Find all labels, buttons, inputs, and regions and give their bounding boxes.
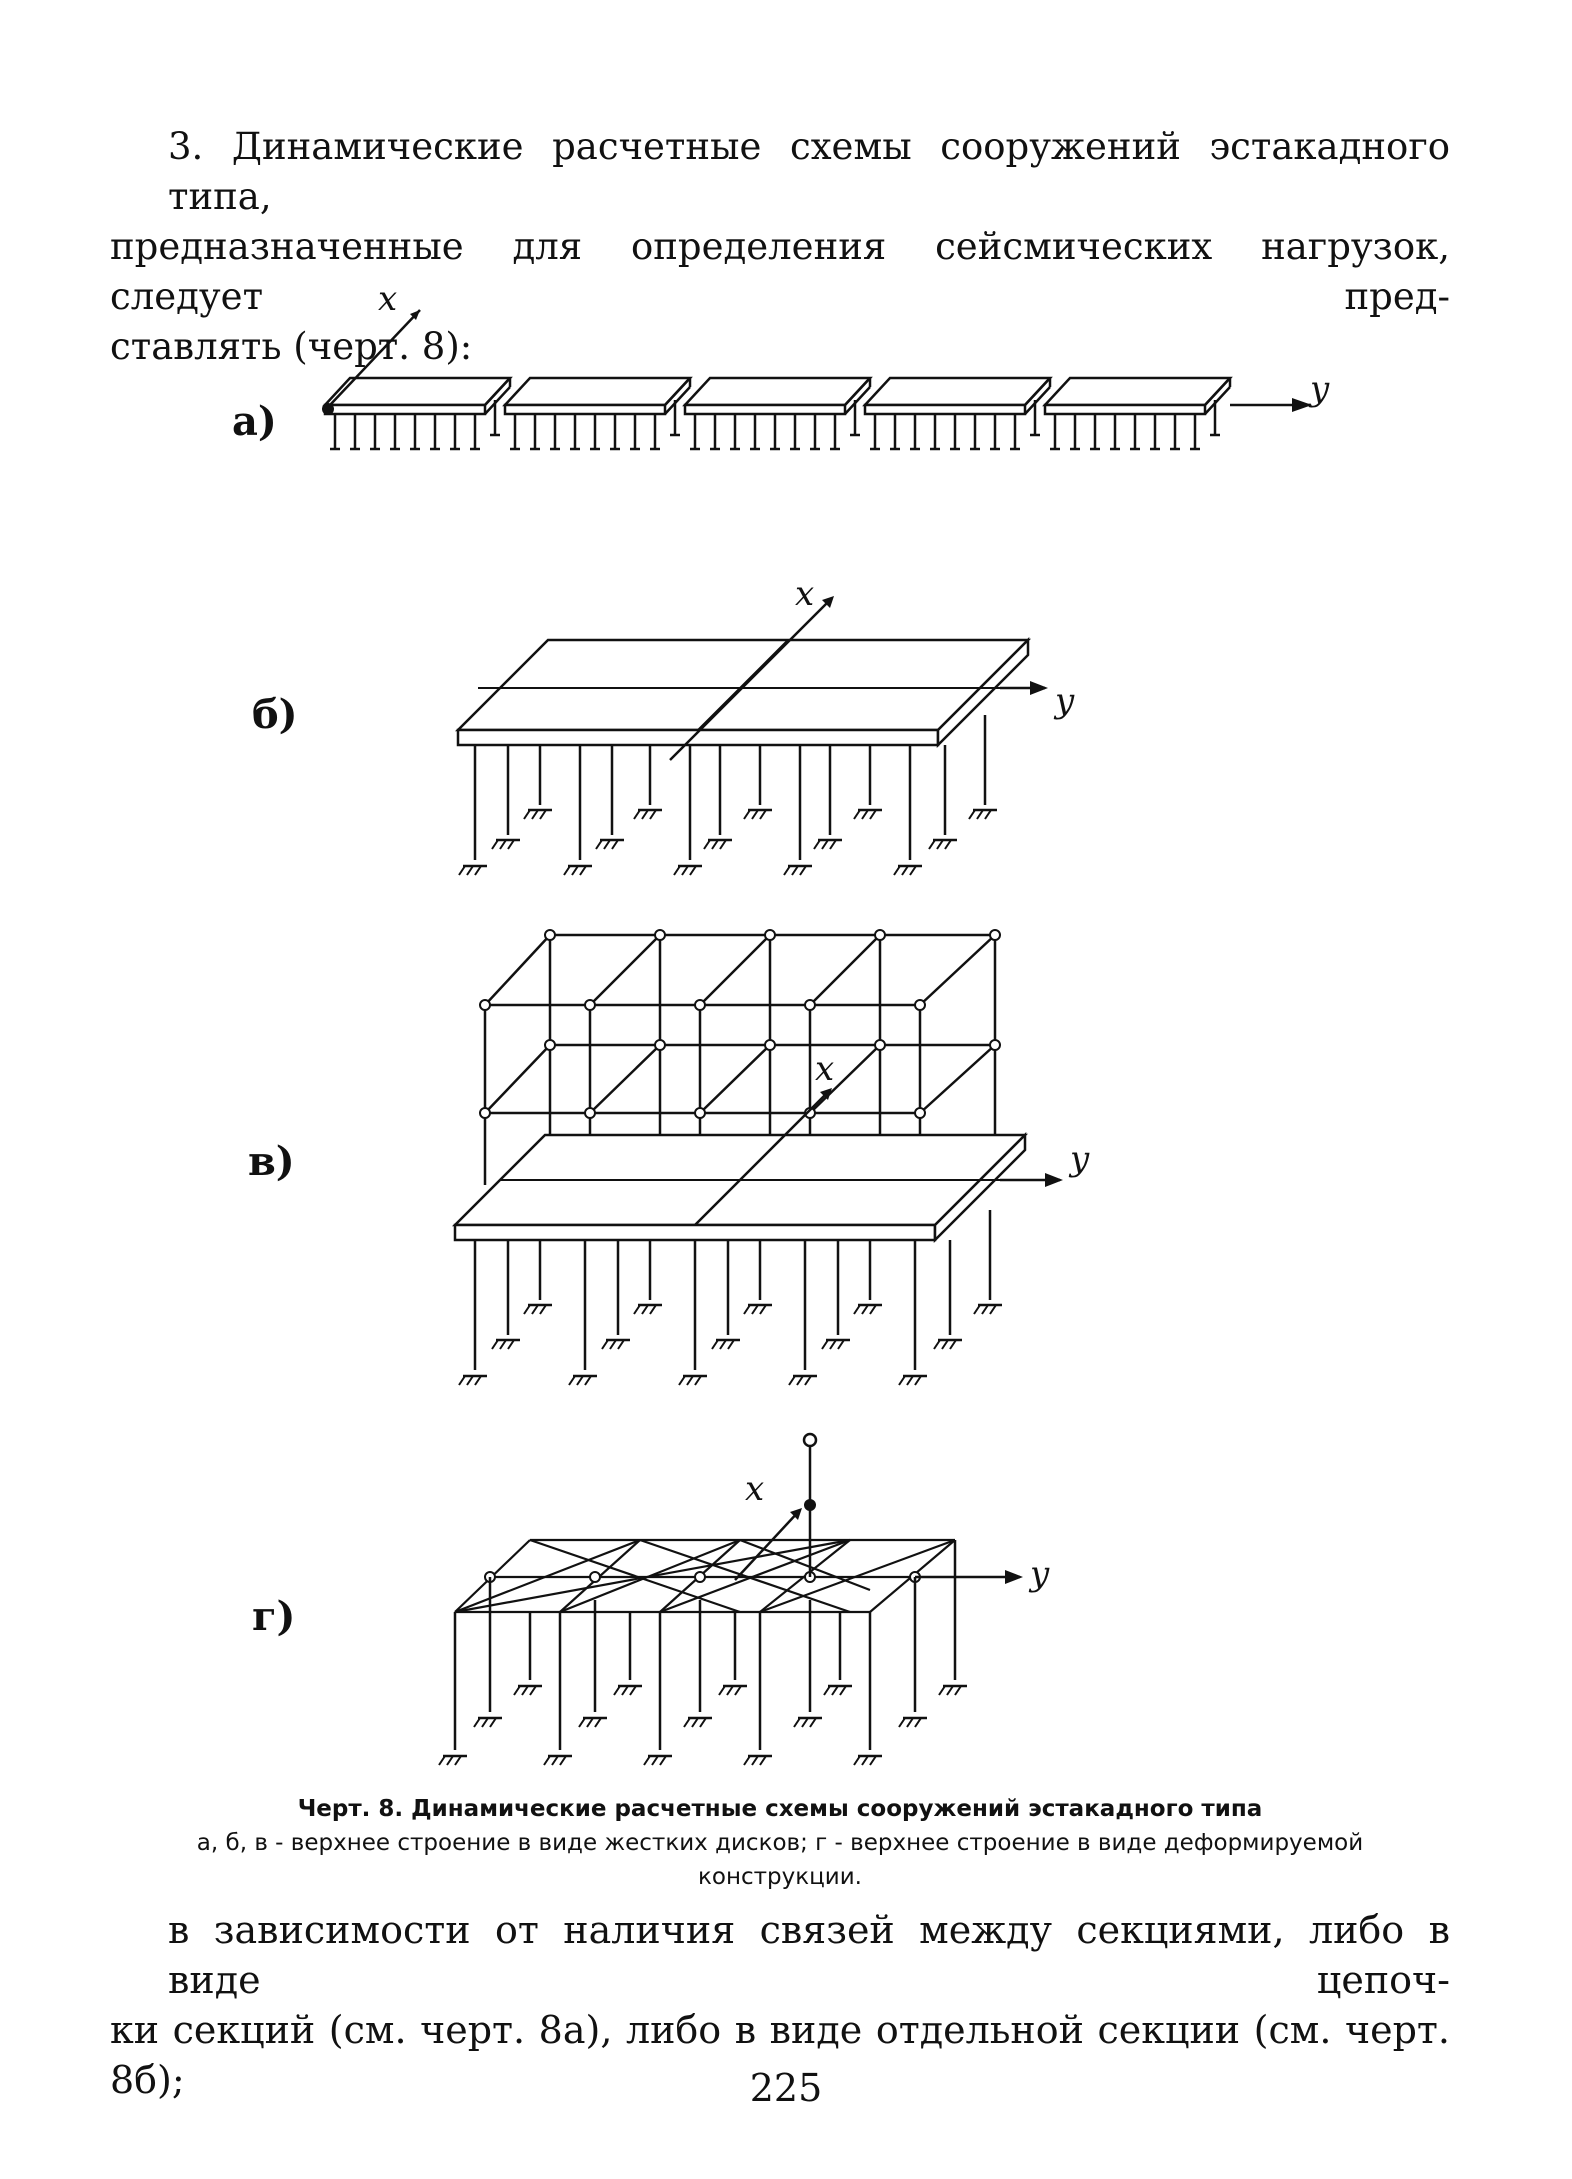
panel-label-d: г) (252, 1593, 295, 1640)
axis-label-x: x (378, 279, 397, 319)
axis-label-x: x (815, 1049, 834, 1089)
panel-d: г) x y (252, 1432, 1050, 1767)
panel-label-b: б) (252, 691, 298, 738)
figure-caption: Черт. 8. Динамические расчетные схемы со… (110, 1792, 1450, 1894)
axis-label-y: y (1068, 1139, 1090, 1179)
closing-line: в зависимости от наличия связей между се… (168, 1908, 1450, 2002)
panel-b: б) x y (252, 574, 1075, 877)
x-axis-arrow (694, 1089, 831, 1226)
rigid-disk (451, 1131, 1029, 1244)
support-row-front (457, 864, 924, 877)
panel-label-c: в) (248, 1138, 295, 1185)
closing-paragraph: в зависимости от наличия связей между се… (110, 1905, 1450, 2105)
column-row-mid (506, 745, 947, 835)
intro-paragraph: 3. Динамические расчетные схемы сооружен… (110, 122, 1450, 372)
axis-label-x: x (745, 1469, 764, 1509)
closing-line: ки секций (см. черт. 8а), либо в виде от… (110, 2008, 1450, 2102)
panel-c: в) (248, 929, 1090, 1387)
x-axis-arrow (734, 1509, 801, 1581)
deformable-truss (454, 1538, 956, 1614)
intro-line: 3. Динамические расчетные схемы сооружен… (168, 125, 1450, 218)
intro-line: предназначенные для определения сейсмиче… (110, 225, 1450, 318)
supports (437, 1684, 969, 1767)
axis-label-x: x (795, 574, 814, 614)
mass-nodes (479, 929, 1001, 1119)
axis-label-y: y (1308, 369, 1330, 409)
column-row-back (538, 715, 987, 805)
panel-a: а) x y (232, 279, 1330, 451)
x-axis-arrow (329, 309, 421, 406)
intro-line: ставлять (черт. 8): (110, 325, 473, 368)
supports (457, 1303, 1004, 1387)
column-rows (473, 1210, 992, 1370)
caption-text: а, б, в - верхнее строение в виде жестки… (196, 1830, 1364, 1890)
x-axis-arrow (669, 597, 833, 761)
page-number: 225 (749, 2066, 823, 2110)
caption-title: Черт. 8. Динамические расчетные схемы со… (297, 1796, 1263, 1822)
deck-segment (322, 376, 513, 416)
panel-label-a: а) (232, 398, 277, 445)
column-row-front (473, 745, 912, 860)
rigid-disk (454, 636, 1032, 749)
axis-label-y: y (1028, 1554, 1050, 1594)
axis-label-y: y (1053, 681, 1075, 721)
column-rows (453, 1540, 957, 1750)
